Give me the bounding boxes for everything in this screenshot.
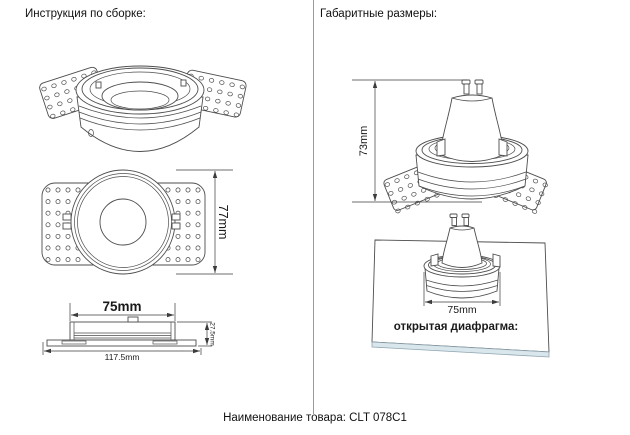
top-notch [127,316,139,323]
perspective-view-drawing [39,65,247,152]
overall-dimensions-title: Габаритные размеры: [320,8,438,20]
dim-label-73mm: 73mm [358,126,370,157]
dim-label-75mm: 75mm [102,299,141,314]
gu10-pin [461,79,471,85]
spring-clip [171,222,181,230]
mounted-view-drawing: 75mm открытая диафрагма: [371,213,550,358]
gu10-pin [474,79,484,85]
dimension-117.5mm: 117.5mm [42,342,202,362]
dim-label-77mm: 77mm [216,205,230,240]
dimension-73mm: 73mm [352,79,482,203]
dimension-75mm: 75mm [69,299,176,321]
spring-clip [62,213,72,221]
panel-divider [313,0,314,414]
spring-clip [62,222,72,230]
retaining-clip [492,253,501,268]
gu10-bulb [440,79,504,162]
dim-label-27.5mm: 27.5mm [209,322,216,345]
assembled-height-drawing: 73mm [352,79,549,215]
housing-body [69,321,176,341]
open-diaphragm-label: открытая диафрагма: [394,321,519,333]
retaining-clip [498,138,508,157]
dim-label-117.5mm: 117.5mm [105,352,140,362]
retaining-clip [436,138,446,157]
dimension-77mm: 77mm [176,169,233,275]
retaining-clip [430,253,439,267]
dimension-75mm-mounted: 75mm [423,272,501,316]
dim-label-75mm-mounted: 75mm [447,304,476,316]
gu10-pin [461,213,470,218]
bowl-opening [101,81,179,111]
dimension-27.5mm: 27.5mm [177,321,216,347]
clip-mark-right [180,79,187,87]
flange [46,339,197,347]
top-view-drawing: 77mm [41,169,233,275]
assembly-instructions-title: Инструкция по сборке: [25,8,146,20]
gu10-bulb [441,213,483,268]
spring-clip [171,213,181,221]
board-edge [371,341,550,358]
product-name-label: Наименование товара: [223,412,346,424]
side-hole [88,129,94,137]
lamp-opening [99,198,147,246]
product-name-footer: Наименование товара: CLT 078C1 [0,412,630,424]
gu10-pin [449,213,458,218]
product-code: CLT 078C1 [349,412,407,424]
clip-mark-left [95,81,102,89]
side-view-drawing: 75mm 117.5mm 27.5mm [42,299,216,362]
